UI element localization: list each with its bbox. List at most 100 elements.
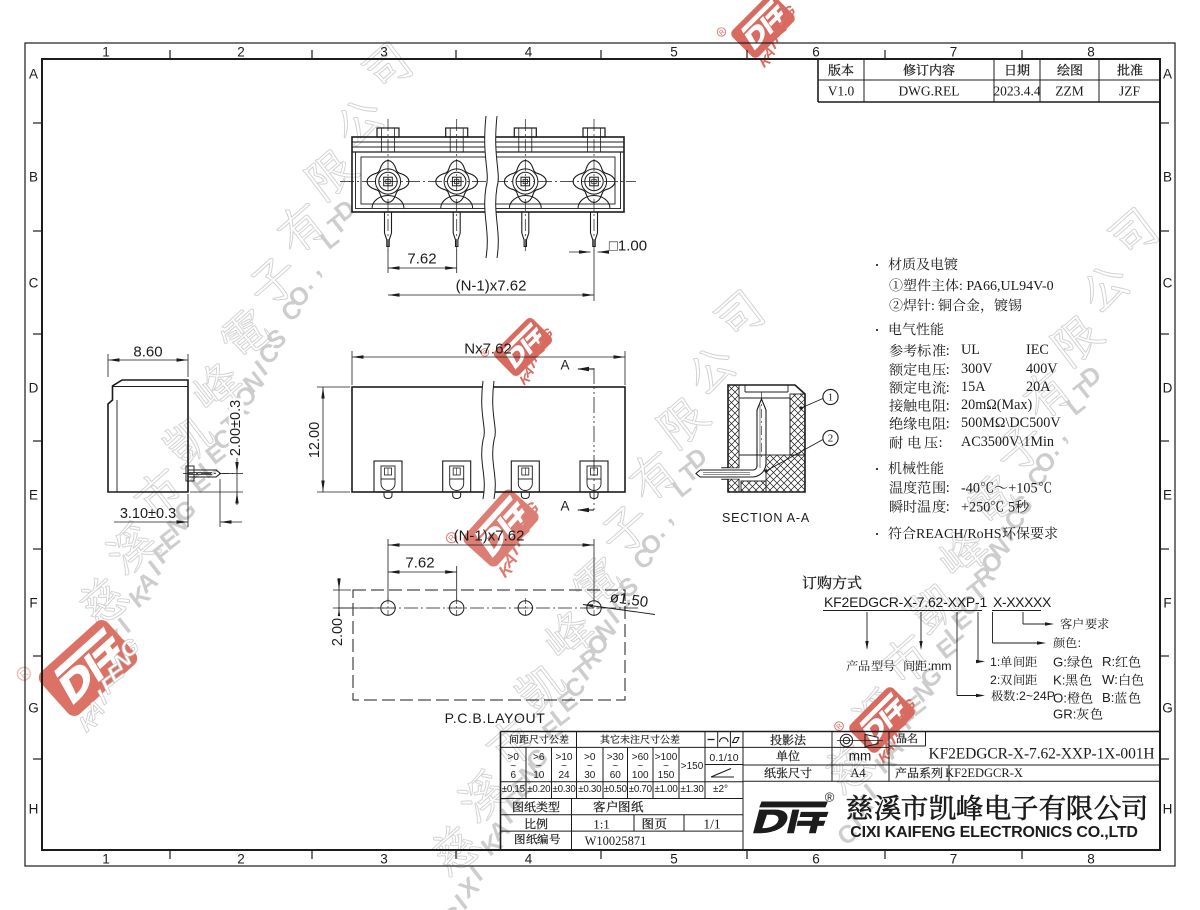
- tol-pitch-header: [509, 734, 569, 746]
- dim-pin-square: □1.00: [608, 237, 648, 255]
- ordering-color-row-0: G:R:: [1053, 655, 1142, 669]
- spec-electrical-row-5: :AC3500V\1Min: [889, 435, 1054, 451]
- ordering-poles-label: :2~24P: [991, 689, 1055, 702]
- spec-compliance: REACH/RoHS: [888, 526, 1058, 542]
- tol-range-4-tilde: ~: [612, 760, 619, 772]
- zone-row-G-left: G: [28, 699, 39, 715]
- revision-value-2: 2023.4.4: [993, 83, 1041, 99]
- title-block-grid: [499, 730, 1160, 850]
- tol-range-6-gt: >100: [654, 751, 678, 763]
- zone-col-8-top: 8: [1087, 43, 1095, 59]
- svg-text:C: C: [438, 900, 469, 910]
- spec-value-1: +250 5: [961, 499, 1029, 515]
- zone-row-A-right: A: [1162, 66, 1173, 82]
- revision-header-0: [828, 63, 854, 76]
- zone-row-G-right: G: [1162, 699, 1173, 715]
- registered-mark: ®: [824, 789, 835, 805]
- zone-row-C-left: C: [28, 274, 39, 290]
- spec-mechanical-title: [888, 461, 944, 477]
- revision-header-2: [1004, 63, 1030, 76]
- spec-bullet-compliance: ·: [874, 523, 880, 543]
- section-view: [695, 384, 839, 493]
- revision-header-4: [1116, 63, 1143, 76]
- spec-value-1: AC3500V\1Min: [961, 433, 1055, 450]
- ordering-pitch-label: :mm: [903, 659, 952, 673]
- zone-col-6-top: 6: [812, 43, 820, 59]
- revision-header-1: [903, 63, 955, 76]
- ordering-row-label2: 2:: [990, 673, 1037, 686]
- zone-col-3-bottom: 3: [380, 850, 388, 866]
- ordering-code-main: KF2EDGCR-X-7.62-XXP-1: [824, 594, 988, 610]
- spec-value-1: -40+105: [961, 480, 1052, 496]
- spec-value-2: 20A: [1026, 379, 1051, 396]
- spec-electrical-title: [888, 322, 944, 338]
- spec-label: :: [889, 343, 950, 360]
- spec-bullet-mechanical: ·: [874, 458, 880, 478]
- zone-col-1-top: 1: [102, 43, 110, 59]
- tol-range-5-tilde: ~: [637, 760, 644, 772]
- pcb-layout-view: [333, 539, 656, 701]
- spec-value-1: 15A: [961, 379, 986, 396]
- dim-pcb-edge: 2.00: [329, 615, 346, 649]
- zone-col-4-top: 4: [524, 43, 533, 59]
- tol-range-0-tilde: ~: [510, 760, 517, 772]
- balloon-1: 1: [827, 391, 834, 403]
- tol-range-0-to: 6: [510, 769, 517, 781]
- tol-range-3-tilde: ~: [586, 760, 593, 772]
- svg-text:R: R: [718, 28, 726, 36]
- zone-col-7-top: 7: [949, 43, 958, 59]
- type-value: [593, 800, 643, 813]
- ordering-color-row-3: GR:: [1053, 707, 1103, 721]
- spec-value-1: 500MΩ\DC500V: [961, 415, 1061, 432]
- tol-flatness: 0.1/10: [709, 751, 739, 764]
- scale-label: [524, 817, 548, 829]
- scale-value: 1:1: [593, 816, 610, 831]
- color-option: O:: [1053, 691, 1102, 705]
- svg-text:R: R: [482, 349, 490, 357]
- color-option: G:: [1053, 655, 1102, 669]
- dkf-logo: [753, 801, 829, 834]
- section-mark-top: A: [560, 357, 570, 373]
- tol-range-1-tilde: ~: [535, 760, 542, 772]
- dim-pin-length: 3.10±0.3: [119, 505, 177, 522]
- spec-value-1: 20mΩ(Max): [961, 396, 1033, 413]
- zone-row-H-right: H: [1162, 801, 1173, 817]
- tol-range-2-gt: >10: [555, 751, 573, 763]
- tol-range-2-to: 24: [558, 769, 570, 781]
- ordering-customer-label: [1060, 617, 1109, 631]
- revision-value-3: ZZM: [1055, 83, 1084, 99]
- zone-col-7-bottom: 7: [949, 850, 958, 866]
- tol-value-7: ±1.30: [680, 784, 704, 796]
- dim-total-pitch-top: (N-1)x7.62: [455, 277, 527, 295]
- dim-body-width: Nx7.62: [464, 340, 512, 357]
- spec-electrical-row-4: :500MΩ\DC500V: [889, 416, 1061, 433]
- tol-value-4: ±0.50: [603, 784, 627, 796]
- tol-range-3-to: 30: [584, 769, 596, 781]
- zone-row-D-left: D: [28, 379, 39, 395]
- spec-label: :: [889, 416, 950, 433]
- spec-label: :: [889, 499, 950, 516]
- product-label: [896, 733, 918, 746]
- spec-label: :: [889, 480, 950, 497]
- color-option: W:: [1102, 672, 1144, 687]
- dim-pitch-top: 7.62: [407, 250, 437, 268]
- tol-range-1-gt: >6: [533, 751, 545, 763]
- paper-value: A4: [850, 765, 866, 780]
- tol-value-6: ±1.00: [654, 784, 678, 796]
- spec-value-1: UL: [961, 342, 980, 359]
- pcb-title: P.C.B.LAYOUT: [444, 710, 546, 726]
- spec-mechanical-row-0: : -40+105: [889, 480, 1051, 497]
- ordering-color-title: :: [1053, 636, 1081, 650]
- product-value: KF2EDGCR-X-7.62-XXP-1X-001H: [928, 744, 1155, 762]
- side-view: [107, 354, 243, 527]
- tol-range-last: >150: [680, 760, 704, 772]
- series-label: [895, 767, 943, 779]
- ordering-code-suffix: X-XXXXX: [993, 594, 1051, 610]
- tol-range-3-gt: >0: [584, 751, 596, 763]
- company-en: CIXI KAIFENG ELECTRONICS CO.,LTD: [850, 824, 1138, 841]
- type-label: [512, 800, 560, 813]
- spec-mechanical-row-1: : +250 5: [889, 499, 1029, 516]
- tol-value-0: ±0.15: [501, 784, 525, 796]
